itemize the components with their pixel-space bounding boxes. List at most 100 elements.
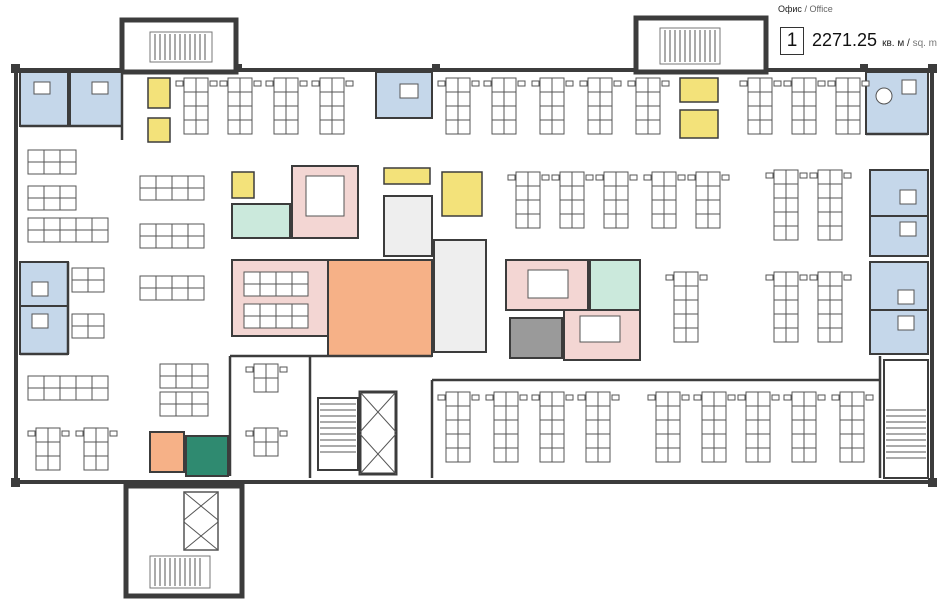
chair: [721, 174, 730, 181]
chair: [827, 80, 836, 87]
desk: [87, 279, 105, 293]
desk: [747, 77, 761, 93]
desk: [319, 119, 333, 135]
desk: [47, 455, 61, 471]
desk: [75, 217, 93, 231]
desk: [43, 197, 61, 211]
desk: [791, 419, 805, 435]
desk: [817, 313, 831, 329]
chair: [739, 80, 748, 87]
desk: [27, 217, 45, 231]
desk: [701, 391, 715, 407]
desk: [647, 105, 661, 121]
chair: [219, 80, 228, 87]
desk: [83, 441, 97, 457]
desk: [43, 185, 61, 199]
desk: [603, 199, 617, 215]
desk: [305, 175, 345, 217]
desk: [773, 225, 787, 241]
desk: [505, 419, 519, 435]
desk: [803, 77, 817, 93]
desk: [817, 285, 831, 301]
desk: [785, 313, 799, 329]
desk: [91, 229, 109, 243]
desk: [239, 119, 253, 135]
desk: [139, 223, 157, 237]
desk: [183, 105, 197, 121]
desk: [91, 217, 109, 231]
desk: [747, 105, 761, 121]
desk: [685, 271, 699, 287]
desk: [445, 419, 459, 435]
desk: [655, 433, 669, 449]
desk: [745, 391, 759, 407]
chair: [765, 172, 774, 179]
desk: [273, 119, 287, 135]
desk: [457, 91, 471, 107]
desk: [791, 105, 805, 121]
desk: [35, 427, 49, 443]
desk: [539, 405, 553, 421]
chair: [799, 274, 808, 281]
service-cores: [383, 195, 563, 359]
desk: [773, 197, 787, 213]
chair: [531, 394, 540, 401]
desk: [713, 391, 727, 407]
desk: [851, 433, 865, 449]
desk: [713, 405, 727, 421]
desk: [829, 271, 843, 287]
desk: [87, 267, 105, 281]
desk: [515, 199, 529, 215]
desk: [155, 287, 173, 301]
desk: [253, 363, 267, 379]
desk: [457, 419, 471, 435]
desk: [551, 77, 565, 93]
desk: [539, 119, 553, 135]
desk: [159, 403, 177, 417]
desk: [457, 405, 471, 421]
desk: [457, 447, 471, 463]
desk: [503, 77, 517, 93]
chair: [565, 80, 574, 87]
chair: [783, 80, 792, 87]
chair: [737, 394, 746, 401]
chair: [437, 394, 446, 401]
desk: [71, 279, 89, 293]
desk: [503, 105, 517, 121]
desk: [59, 229, 77, 243]
chair: [577, 394, 586, 401]
desk: [817, 299, 831, 315]
chair: [265, 80, 274, 87]
desk: [83, 427, 97, 443]
desk: [839, 405, 853, 421]
chair: [209, 80, 218, 87]
chair: [809, 274, 818, 281]
desk: [785, 169, 799, 185]
desk: [803, 105, 817, 121]
desk: [571, 213, 585, 229]
desk: [171, 223, 189, 237]
desk: [673, 285, 687, 301]
desk: [667, 419, 681, 435]
desk: [159, 363, 177, 377]
desk: [139, 175, 157, 189]
desk: [457, 119, 471, 135]
desk: [275, 271, 293, 285]
chair: [437, 80, 446, 87]
chair: [471, 394, 480, 401]
desk: [785, 225, 799, 241]
desk: [551, 391, 565, 407]
desk: [291, 303, 309, 317]
desk: [847, 91, 861, 107]
desk: [835, 105, 849, 121]
desk: [599, 105, 613, 121]
desk: [139, 235, 157, 249]
desk: [27, 387, 45, 401]
desk: [587, 91, 601, 107]
desk: [139, 287, 157, 301]
desk: [331, 119, 345, 135]
desk: [817, 211, 831, 227]
desk: [673, 327, 687, 343]
desk: [243, 315, 261, 329]
desk: [773, 285, 787, 301]
